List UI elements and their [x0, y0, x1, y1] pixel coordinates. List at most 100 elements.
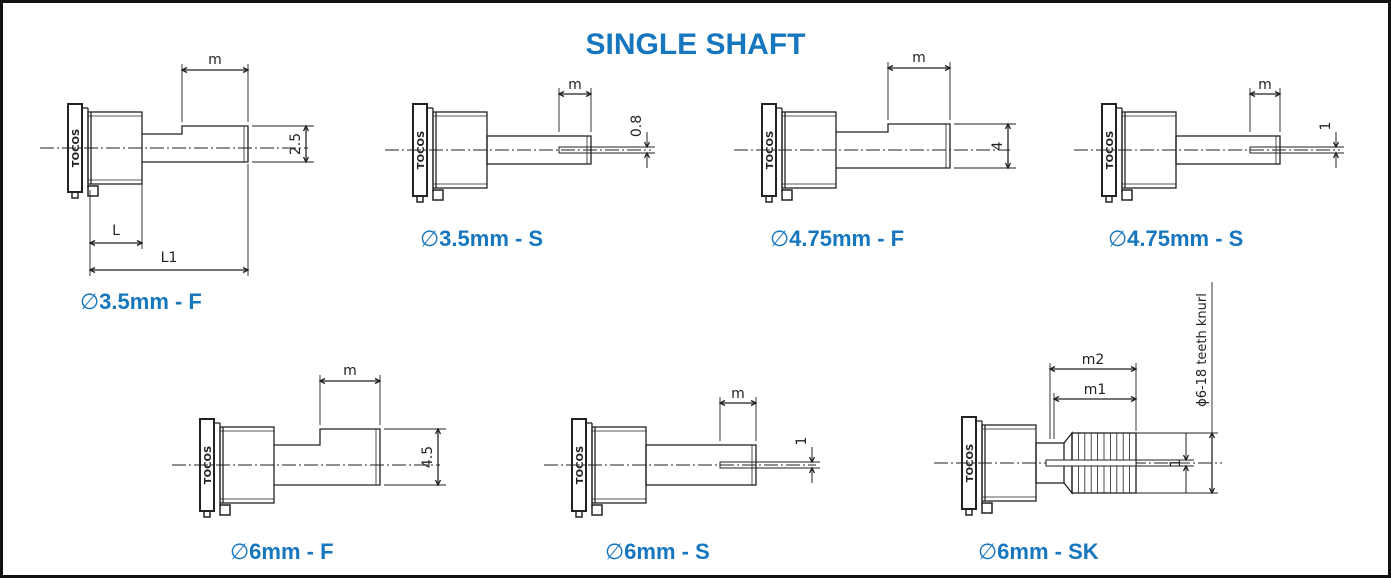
shaft-slot [719, 461, 757, 469]
terminal-tab [1121, 189, 1133, 201]
caption-6-sk: ∅6mm - SK [978, 539, 1099, 566]
dim-knurl: ϕ6-18 teeth knurl [1195, 293, 1210, 407]
arrow-head [643, 141, 651, 149]
terminal-tab [416, 195, 424, 203]
shaft-slot [558, 146, 592, 154]
nut [87, 111, 143, 185]
shaft [274, 428, 381, 486]
dim-slot: 1 [1318, 122, 1334, 131]
dim-flat: 4 [990, 141, 1006, 150]
terminal-tab [1105, 195, 1113, 203]
bracket [761, 103, 777, 197]
diameter-symbol: ∅ [80, 290, 100, 315]
brand-label: TOCOS [575, 446, 586, 484]
nut [219, 426, 275, 504]
arrow-head [302, 124, 310, 132]
arrow-head [318, 377, 326, 385]
terminal-tab [432, 189, 444, 201]
caption-text: 6mm - SK [997, 539, 1099, 564]
bracket [412, 103, 428, 197]
terminal-tab [71, 191, 79, 199]
brand-label: TOCOS [765, 131, 776, 169]
arrow-head [1332, 141, 1340, 149]
arrow-head [1248, 90, 1256, 98]
arrow-head [180, 66, 188, 74]
arrow-head [750, 399, 758, 407]
arrow-head [1274, 90, 1282, 98]
arrow-head [718, 399, 726, 407]
dim-L: L [112, 223, 120, 239]
caption-3-5-f: ∅3.5mm - F [80, 289, 202, 316]
caption-text: 3.5mm - S [439, 226, 544, 251]
terminal-tab [575, 510, 583, 518]
caption-text: 6mm - F [249, 539, 334, 564]
dim-m: m [343, 363, 357, 379]
bracket [571, 418, 587, 512]
arrow-head [886, 64, 894, 72]
bracket [67, 103, 83, 193]
brand-label: TOCOS [203, 446, 214, 484]
arrow-head [585, 90, 593, 98]
drawing-6-f: TOCOS m 4.5 [172, 363, 446, 518]
arrow-head [136, 239, 144, 247]
caption-text: 3.5mm - F [99, 289, 202, 314]
arrow-head [302, 156, 310, 164]
arrow-head [88, 266, 96, 274]
dim-flat: 4.5 [420, 446, 436, 468]
brand-label: TOCOS [416, 131, 427, 169]
shaft [836, 123, 951, 169]
arrow-head [1332, 151, 1340, 159]
arrow-head [1130, 365, 1138, 373]
caption-4-75-f: ∅4.75mm - F [770, 226, 904, 253]
brand-label: TOCOS [71, 129, 82, 167]
arrow-head [434, 427, 442, 435]
page-title: SINGLE SHAFT [585, 28, 806, 61]
drawing-6-s: TOCOS m 1 [544, 386, 820, 518]
terminal-tab [965, 508, 973, 516]
arrow-head [1208, 487, 1216, 495]
arrow-head [1052, 395, 1060, 403]
caption-text: 4.75mm - S [1127, 226, 1244, 251]
arrow-head [1182, 464, 1190, 472]
dim-m2: m2 [1082, 352, 1105, 368]
nut [781, 111, 837, 189]
arrow-head [242, 66, 250, 74]
caption-text: 6mm - S [624, 539, 710, 564]
dim-m: m [208, 52, 222, 68]
diameter-symbol: ∅ [978, 540, 998, 565]
diameter-symbol: ∅ [230, 540, 250, 565]
diameter-symbol: ∅ [770, 227, 790, 252]
arrow-head [242, 266, 250, 274]
bracket [961, 416, 977, 510]
caption-text: 4.75mm - F [789, 226, 905, 251]
terminal-tab [591, 504, 603, 516]
arrow-head [643, 151, 651, 159]
arrow-head [1004, 162, 1012, 170]
dim-slot: 0.8 [629, 115, 645, 137]
arrow-head [808, 466, 816, 474]
dim-slot: 1 [794, 437, 810, 446]
terminal-tab [203, 510, 211, 518]
terminal-tab [87, 185, 99, 197]
terminal-tab [781, 189, 793, 201]
caption-4-75-s: ∅4.75mm - S [1108, 226, 1243, 253]
arrow-head [88, 239, 96, 247]
dim-m: m [731, 386, 745, 402]
brand-label: TOCOS [965, 444, 976, 482]
terminal-tab [765, 195, 773, 203]
shaft [142, 125, 249, 163]
diameter-symbol: ∅ [420, 227, 440, 252]
dim-m: m [1258, 77, 1272, 93]
shaft-slot [1045, 459, 1137, 467]
arrow-head [1182, 454, 1190, 462]
diameter-symbol: ∅ [1108, 227, 1128, 252]
shaft-slot [1249, 146, 1281, 154]
dim-flat: 2.5 [288, 133, 304, 155]
arrow-head [1048, 365, 1056, 373]
